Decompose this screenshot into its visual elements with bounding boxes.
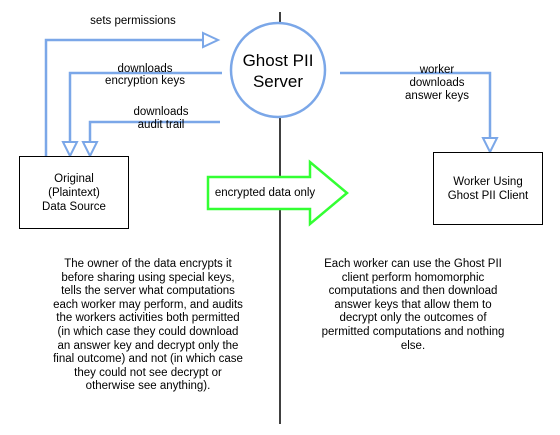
encrypted-data-label: encrypted data only [214,187,316,199]
data-source-box: Original (Plaintext) Data Source [19,156,129,229]
worker-description: Each worker can use the Ghost PII client… [321,258,505,352]
worker-downloads-arrowhead [481,137,499,155]
server-label: Ghost PII Server [242,51,314,91]
encrypted-data-arrow [206,159,349,227]
sets-permissions-arrow [44,38,205,156]
worker-client-box: Worker Using Ghost PII Client [433,152,543,225]
downloads-keys-arrowhead [61,141,79,159]
downloads-keys-label: downloads encryption keys [105,63,185,87]
downloads-audit-label: downloads audit trail [133,106,189,131]
worker-downloads-arrow [340,71,492,140]
downloads-audit-arrow [88,120,220,145]
worker-downloads-label: worker downloads answer keys [405,64,469,102]
sets-permissions-label: sets permissions [90,15,176,27]
downloads-keys-arrow [68,71,222,145]
owner-description: The owner of the data encrypts it before… [53,258,243,393]
downloads-audit-arrowhead [81,141,99,159]
sets-permissions-arrowhead [202,31,221,49]
data-source-label: Original (Plaintext) Data Source [42,172,106,213]
server-circle [229,21,327,119]
worker-client-label: Worker Using Ghost PII Client [447,175,529,202]
